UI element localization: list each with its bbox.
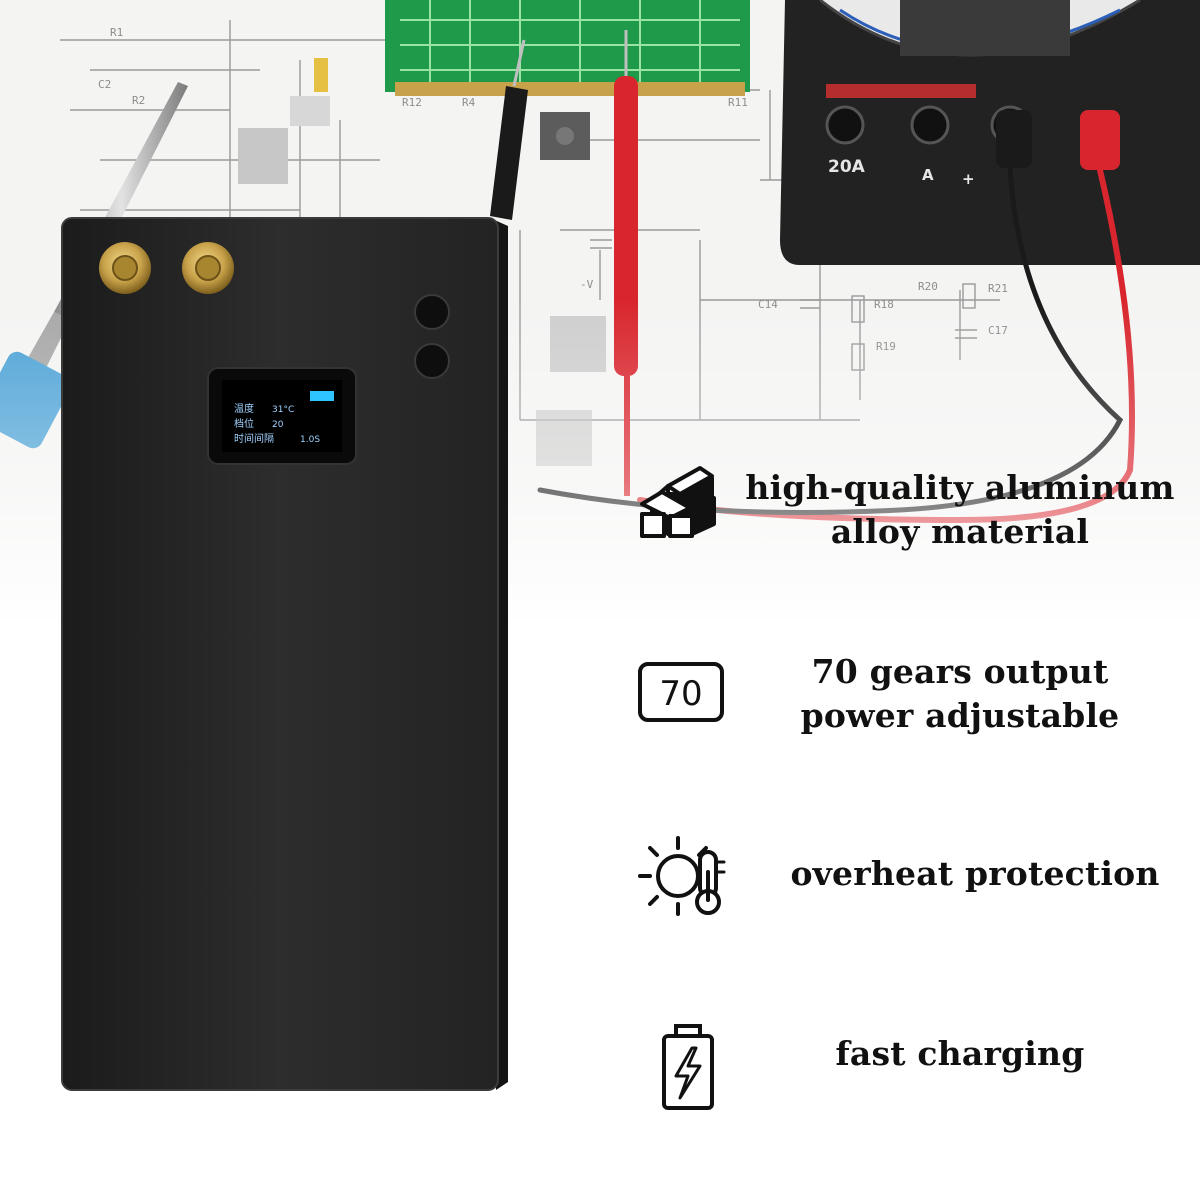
spot-welder-device: 温度 31°C 档位 20 时间间隔 1.0S (61, 217, 508, 1091)
feature-charging-text: fast charging (760, 1032, 1160, 1076)
svg-text:C2: C2 (98, 78, 111, 91)
screen-line1-value: 31°C (272, 405, 294, 415)
svg-text:R4: R4 (462, 96, 476, 109)
feature-aluminum-line2: alloy material (830, 512, 1090, 551)
screen-line3-value: 1.0S (300, 435, 320, 445)
feature-gears-line2: power adjustable (800, 696, 1120, 735)
screen-line2-label: 档位 (234, 417, 254, 430)
test-probe-black (490, 39, 528, 220)
feature-overheat-text: overheat protection (760, 852, 1190, 896)
feature-aluminum-line1: high-quality aluminum (745, 468, 1175, 507)
screen-line3-label: 时间间隔 (234, 432, 274, 445)
screen-line2-value: 20 (272, 420, 284, 430)
feature-gears-text: 70 gears output power adjustable (740, 650, 1180, 738)
svg-text:R11: R11 (728, 96, 748, 109)
aluminum-bars-icon (640, 466, 716, 538)
feature-overheat-line1: overheat protection (790, 854, 1160, 893)
sun-thermometer-icon (638, 836, 726, 916)
feature-charging-line1: fast charging (835, 1034, 1085, 1073)
multimeter-range-label: 20A (828, 157, 866, 177)
multimeter-jack-plus-label: + (962, 170, 975, 188)
device-button-top[interactable] (414, 294, 450, 330)
electrode-terminal-left (99, 242, 151, 294)
multimeter-jack-a-label: A (922, 166, 934, 184)
gear-count-badge-icon: 70 (638, 662, 724, 722)
svg-text:R1: R1 (110, 26, 123, 39)
feature-aluminum-text: high-quality aluminum alloy material (740, 466, 1180, 554)
multimeter: 20A A + (780, 0, 1200, 265)
battery-bolt-icon (662, 1024, 714, 1110)
svg-text:R21: R21 (988, 282, 1008, 295)
device-button-bottom[interactable] (414, 343, 450, 379)
svg-text:R12: R12 (402, 96, 422, 109)
svg-text:-V: -V (580, 278, 594, 291)
svg-text:R2: R2 (132, 94, 145, 107)
svg-text:R20: R20 (918, 280, 938, 293)
screen-line1-label: 温度 (234, 402, 254, 415)
oled-screen: 温度 31°C 档位 20 时间间隔 1.0S (207, 367, 357, 465)
feature-gears-line1: 70 gears output (811, 652, 1109, 691)
battery-indicator-icon (310, 391, 334, 401)
gear-count-badge-text: 70 (659, 674, 702, 714)
pcb-board (385, 0, 750, 96)
electrode-terminal-right (182, 242, 234, 294)
device-body (62, 218, 498, 1090)
